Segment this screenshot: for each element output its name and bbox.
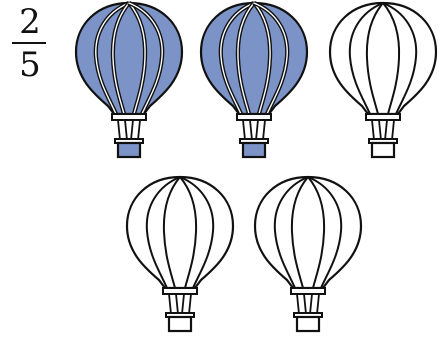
balloon-5-unshaded	[255, 177, 361, 331]
balloon-4-unshaded	[127, 177, 233, 331]
balloon-1-shaded	[76, 3, 182, 157]
balloon-2-shaded	[201, 3, 307, 157]
balloon-3-unshaded	[330, 3, 436, 157]
